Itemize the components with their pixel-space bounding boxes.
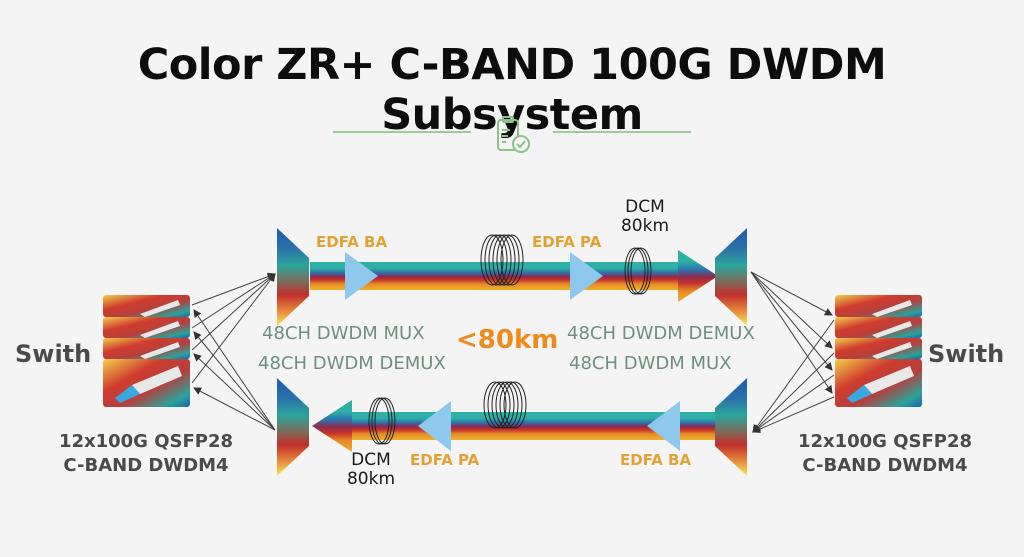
edfa-ba-bottom-amplifier bbox=[647, 401, 680, 451]
left-switch-label: Swith bbox=[15, 340, 92, 368]
right-demux-top bbox=[715, 228, 747, 326]
left-module-label: 12x100G QSFP28 C-BAND DWDM4 bbox=[36, 430, 256, 478]
dcm-top-label: DCM 80km bbox=[615, 198, 675, 236]
right-switch-label: Swith bbox=[928, 340, 1005, 368]
left-mux-label: 48CH DWDM MUX bbox=[262, 323, 425, 344]
left-connection-arrows bbox=[191, 272, 276, 431]
edfa-pa-bottom-label: EDFA PA bbox=[410, 451, 480, 469]
left-module-line1: 12x100G QSFP28 bbox=[58, 431, 234, 452]
dcm-bottom-line2: 80km bbox=[346, 469, 396, 489]
edfa-ba-top-label: EDFA BA bbox=[316, 233, 388, 251]
left-qsfp28-modules bbox=[103, 295, 190, 407]
fiber-spool-bottom-icon bbox=[483, 381, 527, 429]
right-module-line1: 12x100G QSFP28 bbox=[797, 431, 973, 452]
clipboard-check-icon bbox=[497, 116, 530, 153]
page-title: Color ZR+ C-BAND 100G DWDM Subsystem bbox=[137, 40, 887, 140]
right-mux-bottom bbox=[715, 378, 747, 476]
distance-label: <80km bbox=[456, 325, 559, 355]
edfa-pa-bottom-amplifier bbox=[418, 401, 451, 451]
right-connection-arrows bbox=[750, 271, 835, 433]
right-qsfp28-modules bbox=[835, 295, 922, 407]
edfa-ba-bottom-label: EDFA BA bbox=[620, 451, 692, 469]
right-mux-label: 48CH DWDM MUX bbox=[569, 353, 732, 374]
dcm-spool-top-icon bbox=[624, 247, 652, 295]
right-module-label: 12x100G QSFP28 C-BAND DWDM4 bbox=[775, 430, 995, 478]
dcm-bottom-label: DCM 80km bbox=[341, 451, 401, 489]
divider-right bbox=[553, 131, 691, 133]
dcm-spool-bottom-icon bbox=[368, 397, 396, 445]
dcm-top-line2: 80km bbox=[620, 216, 670, 236]
left-module-line2: C-BAND DWDM4 bbox=[63, 455, 229, 476]
left-demux-bottom bbox=[277, 378, 309, 476]
left-demux-label: 48CH DWDM DEMUX bbox=[258, 353, 446, 374]
edfa-pa-top-amplifier bbox=[570, 252, 603, 300]
dcm-top-line1: DCM bbox=[625, 197, 665, 217]
edfa-ba-top-amplifier bbox=[345, 252, 378, 300]
divider-left bbox=[333, 131, 471, 133]
left-mux-top bbox=[277, 228, 309, 326]
right-module-line2: C-BAND DWDM4 bbox=[802, 455, 968, 476]
edfa-pa-top-label: EDFA PA bbox=[532, 233, 602, 251]
right-demux-label: 48CH DWDM DEMUX bbox=[567, 323, 755, 344]
fiber-spool-top-icon bbox=[480, 234, 524, 286]
dcm-bottom-line1: DCM bbox=[351, 450, 391, 470]
